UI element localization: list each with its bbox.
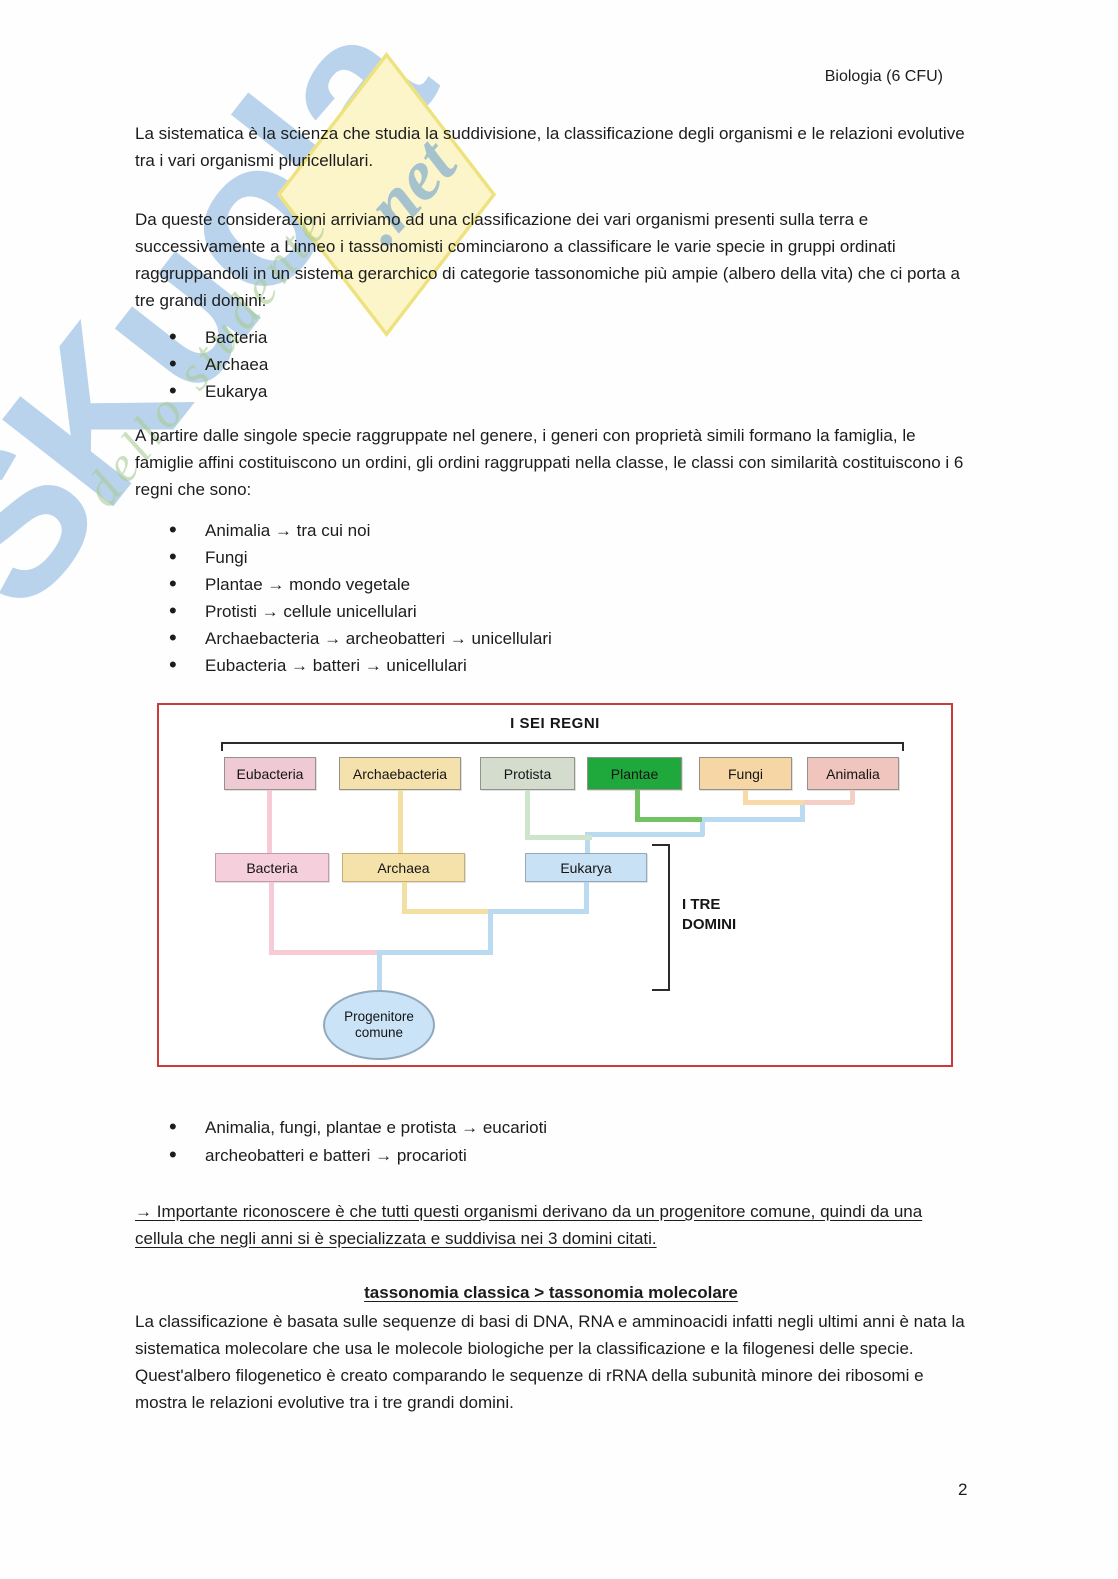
kingdom-box-archaebacteria: Archaebacteria: [339, 757, 461, 790]
list-item-procarioti: archeobatteri e batteri → procarioti: [135, 1141, 967, 1170]
connector-protista-vertical: [525, 790, 530, 840]
kingdom-box-fungi: Fungi: [699, 757, 792, 790]
connector-protista-horizontal: [525, 835, 592, 840]
paragraph-classificazione-molecolare: La classificazione è basata sulle sequen…: [135, 1312, 965, 1358]
domains-bullet-list: Bacteria Archaea Eukarya: [135, 323, 967, 405]
tre-domini-bracket: [652, 844, 670, 991]
paragraph-albero-filogenetico: Quest'albero filogenetico è creato compa…: [135, 1366, 924, 1412]
paragraph-sistematica: La sistematica è la scienza che studia l…: [135, 124, 965, 170]
progenitore-comune-ellipse: Progenitore comune: [323, 990, 435, 1060]
domain-box-archaea: Archaea: [342, 853, 465, 882]
connector-bacteria-trunk: [269, 882, 274, 955]
kingdom-box-eubacteria: Eubacteria: [224, 757, 316, 790]
connector-blue-to-eukarya: [585, 832, 590, 855]
connector-blue-step: [700, 817, 705, 836]
connector-bacteria-horizontal: [269, 950, 379, 955]
connector-archaea-trunk: [402, 882, 407, 914]
list-item-plantae: Plantae → mondo vegetale: [135, 570, 967, 598]
section-heading: tassonomia classica > tassonomia molecol…: [135, 1279, 967, 1306]
kingdom-box-plantae: Plantae: [587, 757, 682, 790]
connector-animalia-horizontal: [804, 800, 854, 805]
kingdom-box-animalia: Animalia: [807, 757, 899, 790]
connector-blue-mid-vertical: [488, 909, 493, 955]
list-item-eukarya: Eukarya: [135, 377, 967, 405]
kingdom-box-protista: Protista: [480, 757, 575, 790]
connector-archaebacteria-archaea: [398, 790, 403, 853]
list-item-eucarioti: Animalia, fungi, plantae e protista → eu…: [135, 1113, 967, 1142]
connector-fungi-horizontal: [743, 800, 804, 805]
paragraph-importante: → Importante riconoscere è che tutti que…: [135, 1198, 967, 1252]
tre-domini-label: I TRE DOMINI: [682, 896, 737, 933]
list-item-animalia: Animalia → tra cui noi: [135, 516, 967, 544]
diagram-title: I SEI REGNI: [510, 715, 600, 732]
connector-blue-to-ellipse: [377, 950, 382, 992]
summary-bullet-list: Animalia, fungi, plantae e protista → eu…: [135, 1113, 967, 1170]
list-item-fungi: Fungi: [135, 543, 967, 571]
connector-fungi-vertical: [743, 790, 748, 804]
connector-blue-upper-mid: [587, 832, 704, 837]
sei-regni-bracket: [221, 742, 904, 751]
underlined-text: → Importante riconoscere è che tutti que…: [135, 1202, 923, 1248]
connector-archaea-horizontal: [402, 909, 493, 914]
paragraph-classificazione: Da queste considerazioni arriviamo ad un…: [135, 210, 960, 310]
closing-paragraphs: La classificazione è basata sulle sequen…: [135, 1308, 967, 1416]
list-item-archaebacteria: Archaebacteria → archeobatteri → unicell…: [135, 624, 967, 652]
connector-eukarya-trunk: [584, 882, 589, 914]
kingdoms-bullet-list: Animalia → tra cui noi Fungi Plantae → m…: [135, 516, 967, 679]
connector-blue-low-horizontal: [377, 950, 493, 955]
list-item-protisti: Protisti → cellule unicellulari: [135, 597, 967, 625]
connector-eubacteria-bacteria: [267, 790, 272, 853]
paragraph-sei-regni: A partire dalle singole specie raggruppa…: [135, 426, 964, 499]
domain-box-bacteria: Bacteria: [215, 853, 329, 882]
page-header: Biologia (6 CFU): [824, 68, 943, 85]
list-item-archaea: Archaea: [135, 350, 967, 378]
connector-blue-join-right: [800, 800, 805, 821]
connector-plantae-horizontal: [635, 817, 702, 822]
heading-underlined-text: tassonomia classica > tassonomia molecol…: [364, 1283, 738, 1302]
page-number: 2: [958, 1480, 968, 1499]
connector-blue-upper: [700, 817, 805, 822]
connector-animalia-vertical: [850, 790, 855, 804]
connector-blue-mid-horizontal: [488, 909, 589, 914]
domain-box-eukarya: Eukarya: [525, 853, 647, 882]
list-item-bacteria: Bacteria: [135, 323, 967, 351]
list-item-eubacteria: Eubacteria → batteri → unicellulari: [135, 651, 967, 679]
taxonomy-tree-diagram: I SEI REGNI Eubacteria Archaebacteria Pr…: [157, 703, 953, 1067]
connector-plantae-vertical: [635, 790, 640, 821]
